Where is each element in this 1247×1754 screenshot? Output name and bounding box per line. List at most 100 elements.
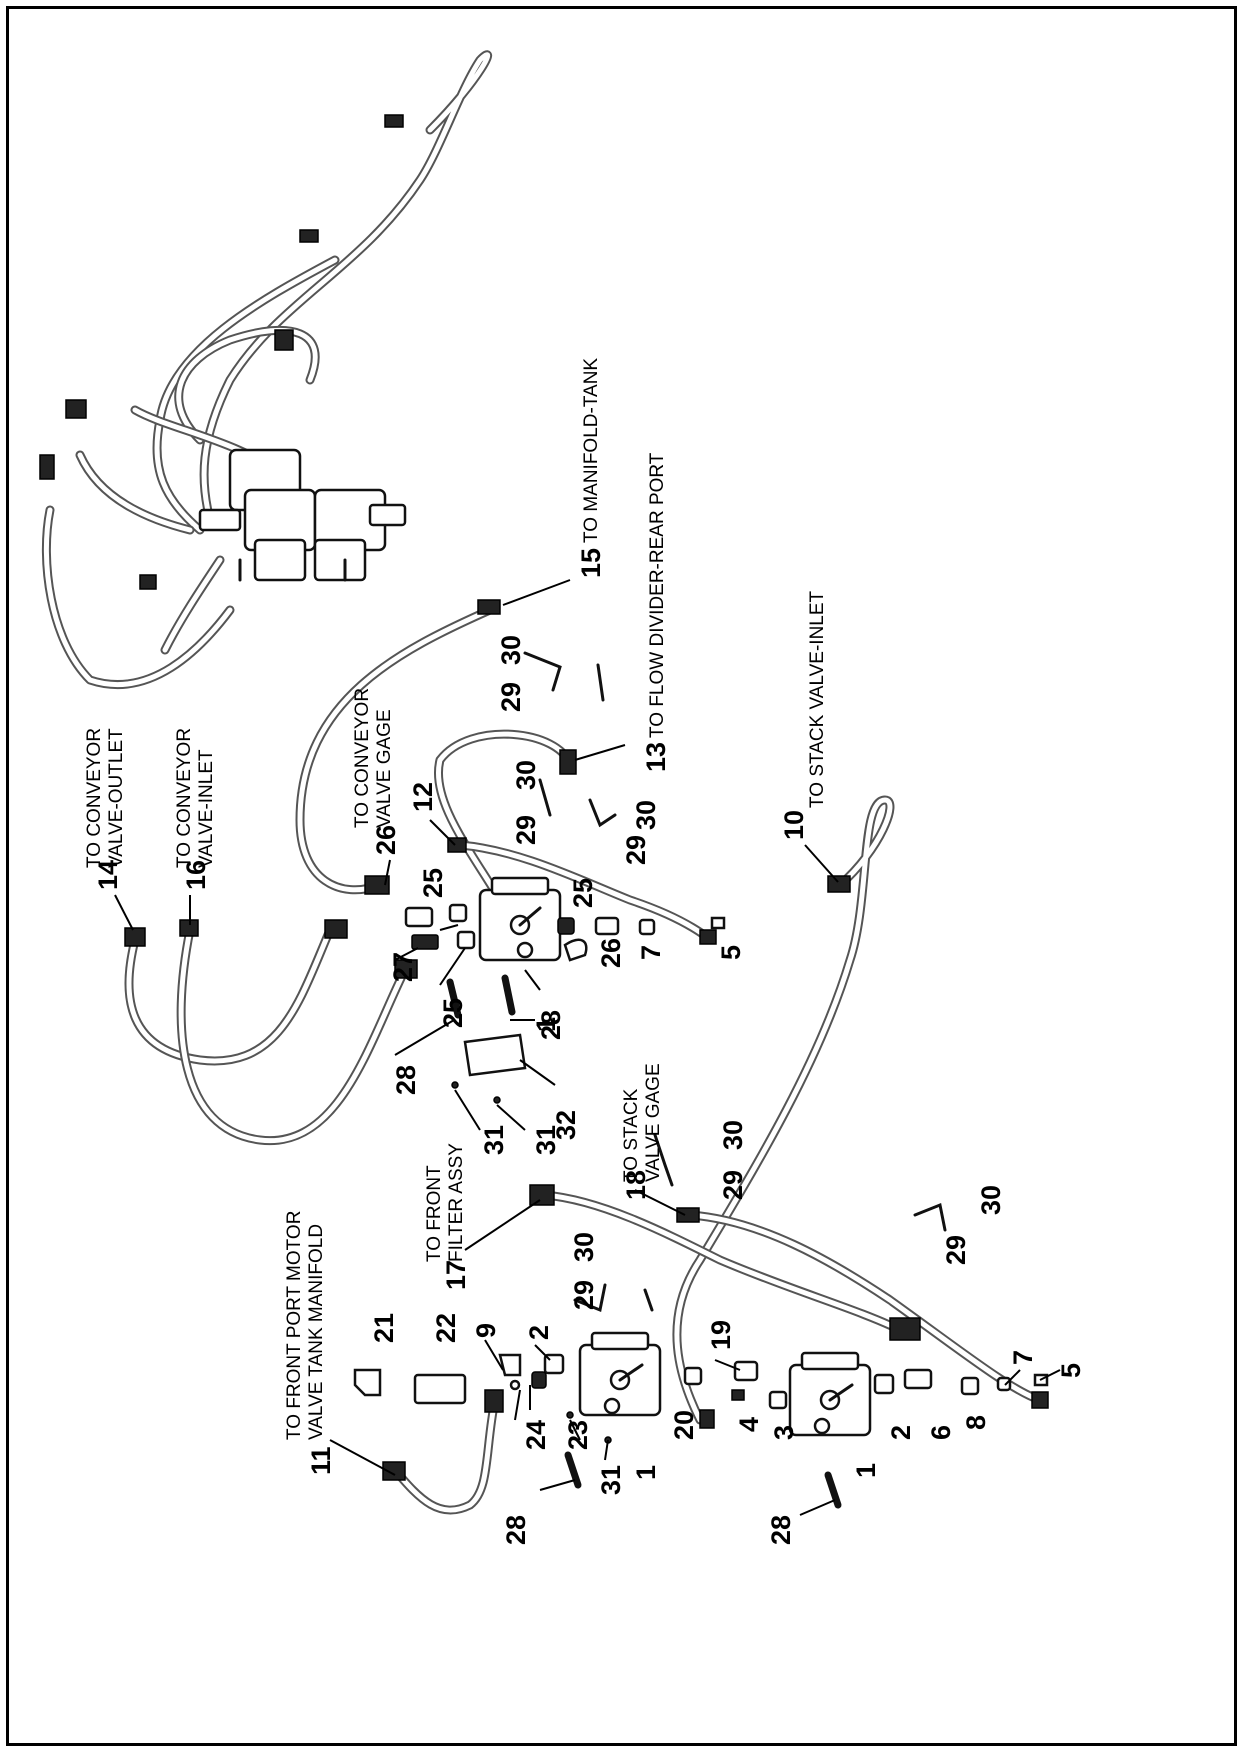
fitting-21 [353,1368,382,1397]
hose-end [1031,1391,1049,1409]
label-17-line1: TO FRONT [424,1165,445,1262]
fitting-24 [509,1379,521,1391]
callout-16: 16 [181,860,211,890]
inset-valve-base [253,538,307,582]
inset-hose [41,505,235,690]
fitting-5 [710,916,726,930]
callout-12: 12 [408,782,438,812]
inset-hose [160,555,225,655]
fitting-7 [638,918,656,936]
callout-29: 29 [621,835,651,865]
label-14-line2: VALVE-OUTLET [106,728,127,868]
callout-21: 21 [369,1313,399,1343]
plate-32 [463,1033,527,1077]
callout-11: 11 [306,1446,336,1475]
callout-15: 15 [576,548,606,578]
callout-1: 1 [531,1017,561,1032]
pin-31 [493,1096,501,1104]
fitting-26 [594,916,620,936]
pin-31 [566,1411,574,1419]
inset-fitting [368,503,407,527]
fitting-25 [557,917,575,935]
label-15: TO MANIFOLD-TANK [581,358,602,543]
hose-13 [434,729,575,905]
inset-hose-end [299,229,319,243]
elbow-fitting [563,938,588,962]
hose-end-15 [477,599,501,615]
callout-1: 1 [851,1463,881,1478]
callout-3: 3 [769,1425,799,1440]
callout-17: 17 [441,1260,471,1290]
inset-hose [75,450,195,535]
inset-fitting [198,508,242,532]
inset-hose-end [384,114,404,128]
hose-end-18 [676,1207,700,1223]
callout-30: 30 [569,1232,599,1262]
callout-29: 29 [511,815,541,845]
callout-28: 28 [766,1515,796,1545]
callout-23: 23 [563,1420,593,1450]
callout-8: 8 [961,1415,991,1430]
callout-30: 30 [718,1120,748,1150]
hose-17 [540,1190,905,1335]
hose-16 [176,925,410,1146]
pin-29 [596,663,605,702]
callout-29: 29 [718,1170,748,1200]
hose-end-26 [364,875,390,895]
callout-14: 14 [93,860,123,890]
pin-31 [451,1081,459,1089]
hose-end-14 [124,927,146,947]
callout-26: 26 [371,825,401,855]
hose-11 [390,1395,500,1515]
callout-28: 28 [501,1515,531,1545]
leader-lines [114,579,1061,1516]
callout-24: 24 [521,1420,551,1450]
callout-2: 2 [524,1325,554,1340]
callout-29: 29 [496,682,526,712]
hose-end-11 [382,1461,406,1481]
callout-25: 25 [438,998,468,1028]
clip-30 [523,651,562,692]
callout-20: 20 [669,1410,699,1440]
fitting-4 [731,1389,745,1401]
inset-hose [199,50,493,525]
callout-18: 18 [621,1170,651,1200]
callout-25: 25 [568,878,598,908]
label-16-line2: VALVE-INLET [196,749,217,868]
callout-29: 29 [941,1235,971,1265]
callout-28: 28 [391,1065,421,1095]
fitting-7 [996,1376,1012,1392]
callout-19: 19 [706,1320,736,1350]
label-18-line1: TO STACK [621,1088,642,1182]
fitting-19 [733,1360,759,1382]
label-gage-line2: VALVE GAGE [374,709,395,828]
callout-32: 32 [551,1110,581,1140]
hose-end [889,1317,921,1341]
inset-hose-end [65,399,87,419]
hose-end [699,1409,715,1429]
assembly-inset [39,50,493,690]
callout-numbers: 15 13 12 14 16 10 26 25 25 27 25 1 26 7 … [93,548,1086,1545]
callout-31: 31 [531,1125,561,1155]
fitting-22 [413,1373,467,1405]
fitting-3 [768,1390,788,1410]
label-13: TO FLOW DIVIDER-REAR PORT [647,452,668,738]
fitting-25 [448,903,468,923]
pin-29 [538,778,552,817]
callout-22: 22 [431,1313,461,1343]
hose-10 [672,795,895,1425]
fitting-27 [411,934,439,950]
callout-31: 31 [479,1125,509,1155]
callout-26: 26 [596,938,626,968]
callout-30: 30 [511,760,541,790]
clip-30 [588,798,617,828]
inset-hose [152,255,340,535]
hose-14 [124,925,335,1066]
fitting-26 [404,906,434,928]
callout-27: 27 [388,952,418,982]
hose-end-13 [559,749,577,775]
fitting-20 [683,1366,703,1386]
callout-10: 10 [779,810,809,840]
rod-28 [564,1451,582,1489]
